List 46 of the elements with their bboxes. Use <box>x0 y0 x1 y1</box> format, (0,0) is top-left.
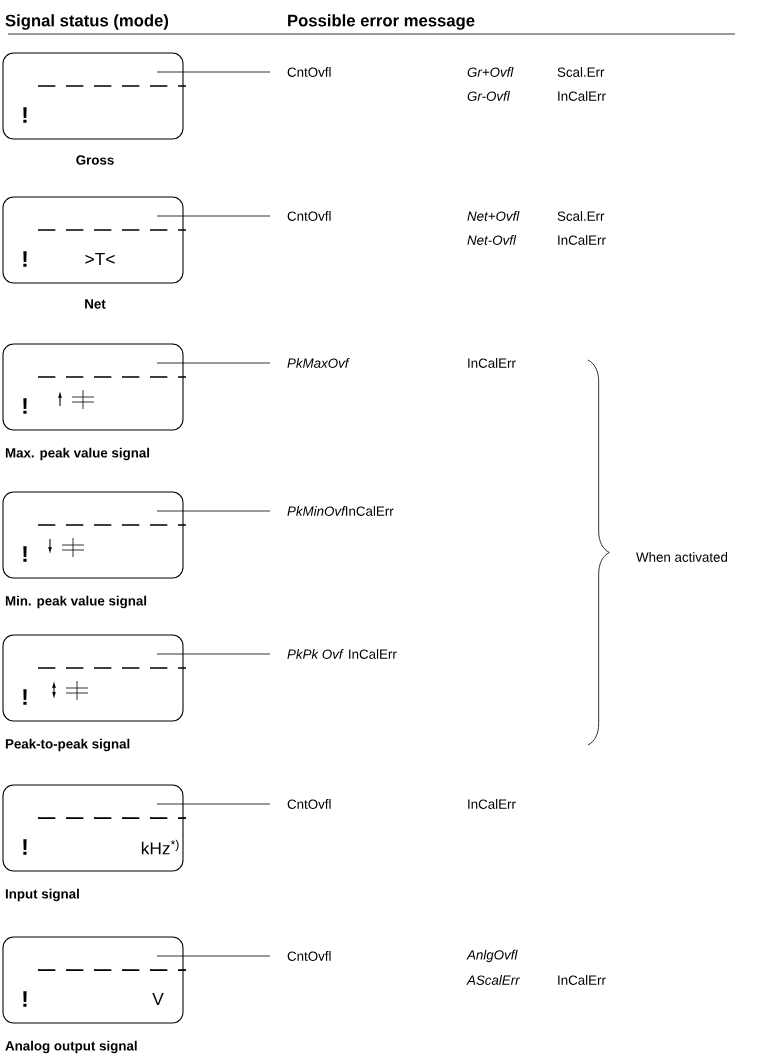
error-message: InCalErr <box>558 91 606 101</box>
leader-line <box>156 653 271 655</box>
node-label: Peak-to-peak signal <box>5 738 130 752</box>
node-label: Net <box>85 299 106 309</box>
error-message: CntOvfl <box>287 951 331 961</box>
error-message: CntOvfl <box>287 211 331 221</box>
error-message: Scal.Err <box>557 211 605 221</box>
display-box: ! <box>2 491 187 579</box>
leader-line <box>156 215 271 217</box>
node-label: Max. peak value signal <box>5 447 150 461</box>
error-message: InCalErr <box>346 506 394 516</box>
error-message: Net+Ovfl <box>467 211 520 221</box>
column-header: Signal status (mode) <box>5 14 169 30</box>
error-message: AnlgOvfl <box>466 949 518 963</box>
error-message: AScalErr <box>466 975 521 985</box>
error-message: InCalErr <box>349 649 397 659</box>
display-box: ! <box>2 634 187 722</box>
leader-line <box>156 955 271 957</box>
display-box: ! <box>2 52 187 140</box>
display-box: ! >T< <box>2 196 187 284</box>
leader-line <box>156 510 271 512</box>
error-message: InCalErr <box>468 358 516 368</box>
error-message: Gr-Ovfl <box>467 91 511 101</box>
leader-line <box>156 803 271 805</box>
error-message: InCalErr <box>558 975 606 985</box>
error-message: InCalErr <box>468 799 516 809</box>
display-box: ! V <box>2 936 187 1024</box>
error-message: Gr+Ovfl <box>467 67 514 77</box>
error-message: Net-Ovfl <box>467 235 517 245</box>
error-message: CntOvfl <box>287 67 331 77</box>
error-message: PkMinOvf <box>287 506 346 516</box>
error-message: InCalErr <box>558 235 606 245</box>
error-message: PkPk Ovf <box>287 649 344 659</box>
node-label: Min. peak value signal <box>5 595 147 609</box>
node-label: Input signal <box>5 888 79 902</box>
node-label: Gross <box>76 155 114 165</box>
column-header: Possible error message <box>288 14 475 30</box>
display-box: ! kHz$^{*)}$ <box>2 784 187 872</box>
error-message: CntOvfl <box>287 799 331 809</box>
note: When activated <box>636 552 728 562</box>
leader-line <box>156 71 271 73</box>
leader-line <box>156 362 271 364</box>
error-message: Scal.Err <box>557 67 605 77</box>
node-label: Analog output signal <box>5 1040 137 1054</box>
error-message: PkMaxOvf <box>287 358 350 368</box>
display-box: ! <box>2 343 187 431</box>
